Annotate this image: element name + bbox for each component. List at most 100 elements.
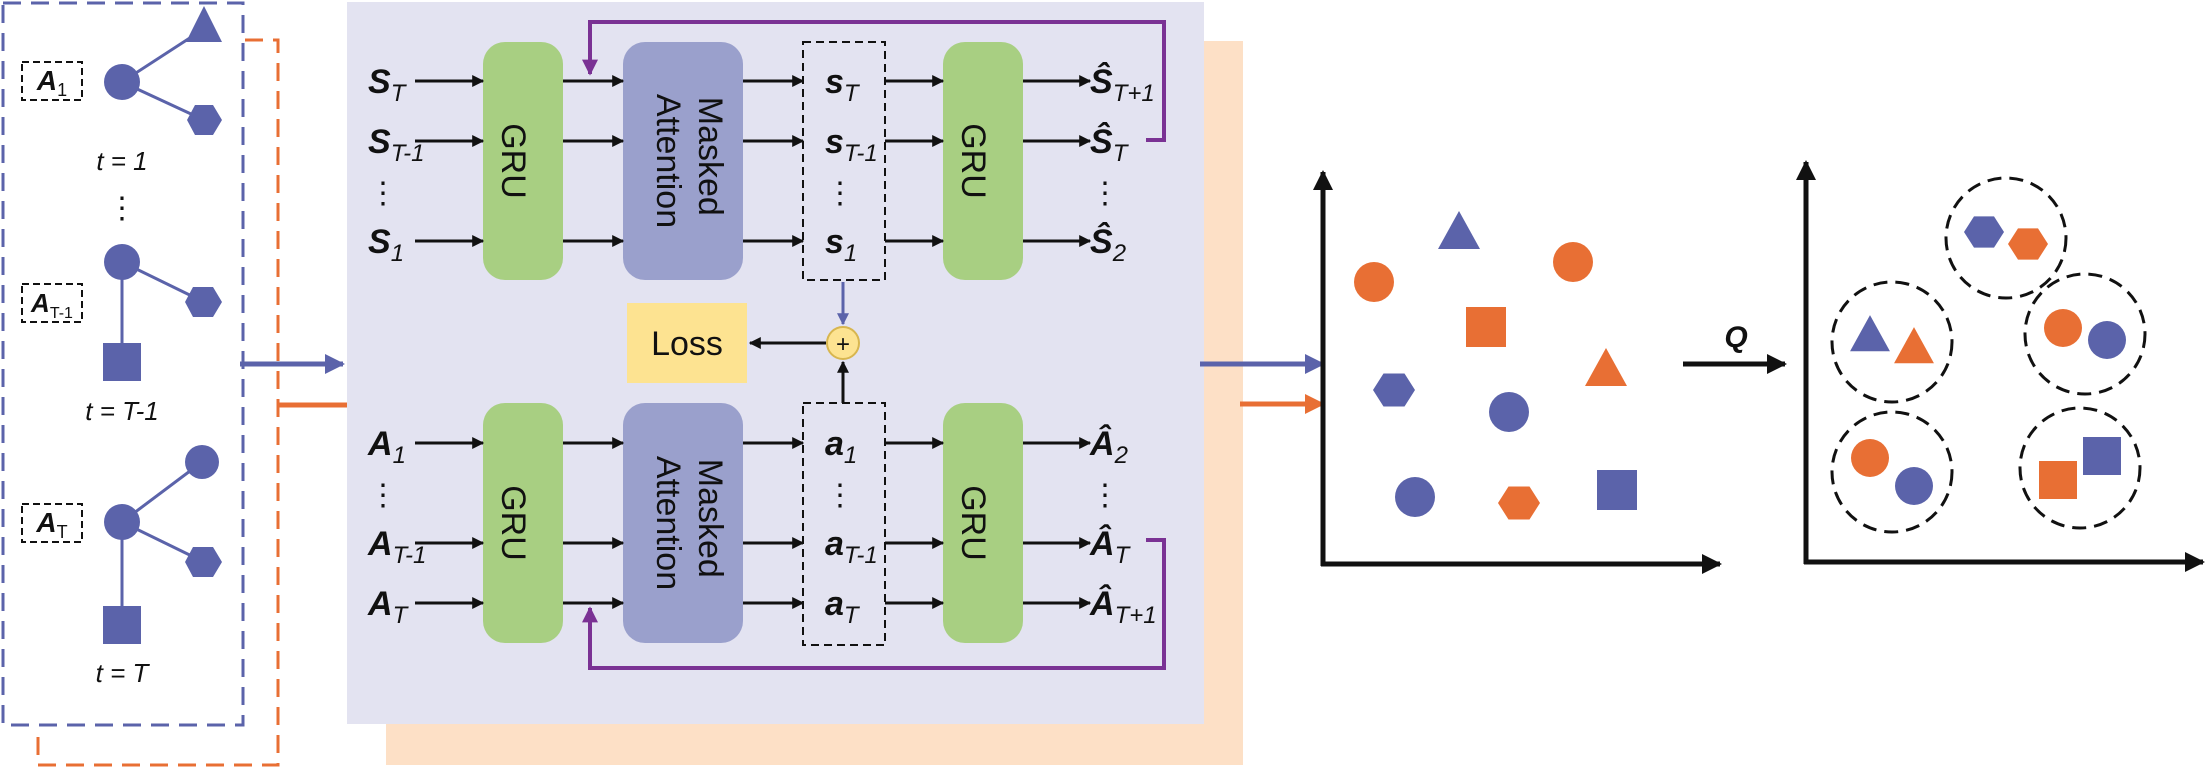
graph-node-triangle xyxy=(186,6,222,42)
gru-block-bottom-2 xyxy=(943,403,1023,643)
adjacency-prediction-label: ÂT+1 xyxy=(1089,585,1157,629)
blue-circle xyxy=(1895,467,1933,505)
graph-label-2: AT-1 xyxy=(30,288,73,322)
graph-node-hexagon xyxy=(185,287,222,317)
state-input-label: S1 xyxy=(368,223,404,267)
graph-node-hexagon xyxy=(187,105,222,135)
embedding-plot-before xyxy=(1313,170,1722,574)
blue-triangle xyxy=(1850,315,1890,352)
orange-square xyxy=(2039,461,2077,499)
graph-node-circle xyxy=(104,244,140,280)
sum-node xyxy=(826,326,860,360)
state-embedding-label: sT-1 xyxy=(825,123,878,167)
adjacency-input-label: AT-1 xyxy=(367,525,426,569)
state-prediction-label: Ŝ2 xyxy=(1090,222,1126,267)
orange-square xyxy=(1466,307,1506,347)
gru-label: GRU xyxy=(954,485,992,561)
state-input-label: ST-1 xyxy=(368,123,424,167)
graph-caption-3: t = T xyxy=(96,658,151,688)
sum-label: + xyxy=(836,331,850,358)
orange-circle xyxy=(2044,309,2082,347)
blue-hexagon xyxy=(1373,373,1415,407)
graph-node-hexagon xyxy=(185,547,222,577)
graph-tm1: AT-1 t = T-1 xyxy=(21,244,222,426)
blue-circle xyxy=(1489,392,1529,432)
graph-label-3: AT xyxy=(35,507,67,542)
cluster-boundary xyxy=(1830,410,1954,534)
orange-circle xyxy=(1851,439,1889,477)
graph-node-circle xyxy=(185,445,219,479)
blue-square xyxy=(1597,470,1637,510)
adjacency-box xyxy=(21,283,83,323)
feedback-loop-top xyxy=(582,20,1166,142)
state-prediction-label: ŜT+1 xyxy=(1090,62,1155,107)
cluster xyxy=(1944,176,2068,300)
adjacency-embedding-label: ⋮ xyxy=(825,479,855,512)
state-input-label: ⋮ xyxy=(368,177,398,210)
cluster-boundary xyxy=(2023,272,2147,396)
blue-square xyxy=(2083,437,2121,475)
graph-node-circle xyxy=(104,64,140,100)
graph-label-1: A1 xyxy=(36,65,67,100)
state-embedding-label: s1 xyxy=(825,223,857,267)
state-embedding-label: ⋮ xyxy=(825,177,855,210)
gru-label: GRU xyxy=(494,485,532,561)
cluster xyxy=(1830,410,1954,534)
state-input-label: ST xyxy=(368,63,408,107)
flow-labels: STST-1⋮S1sTsT-1⋮s1ŜT+1ŜT⋮Ŝ2A1⋮AT-1ATa1⋮a… xyxy=(367,62,1157,629)
loss-box xyxy=(627,303,747,383)
orange-hexagon xyxy=(1498,486,1540,520)
gru-block-bottom-1 xyxy=(483,403,563,643)
orange-triangle xyxy=(1585,348,1627,386)
adjacency-input-label: ⋮ xyxy=(368,479,398,512)
orange-circle xyxy=(1553,242,1593,282)
blue-hexagon xyxy=(1964,216,2004,248)
adjacency-embedding-label: a1 xyxy=(825,425,857,469)
state-embedding-label: sT xyxy=(825,63,861,107)
orange-circle xyxy=(1354,262,1394,302)
adjacency-embedding-label: aT-1 xyxy=(825,525,878,569)
attention-block-bottom xyxy=(623,403,743,643)
cluster xyxy=(1830,280,1954,404)
adjacency-input-label: AT xyxy=(367,585,410,629)
adjacency-box xyxy=(21,503,83,543)
gru-block-top-1 xyxy=(483,42,563,280)
clusters xyxy=(1830,176,2147,534)
blue-circle xyxy=(2088,321,2126,359)
cluster xyxy=(2023,272,2147,396)
state-prediction-label: ⋮ xyxy=(1090,177,1120,210)
q-label: Q xyxy=(1724,321,1747,354)
adjacency-box xyxy=(21,61,83,101)
loss-label: Loss xyxy=(651,325,723,363)
adjacency-prediction-label: ÂT xyxy=(1089,525,1132,569)
blue-triangle xyxy=(1438,211,1480,249)
adjacency-prediction-label: Â2 xyxy=(1089,425,1128,469)
graph-node-square xyxy=(103,606,141,644)
cluster-boundary xyxy=(1944,176,2068,300)
state-vector-box-top xyxy=(802,41,886,281)
gru-block-top-2 xyxy=(943,42,1023,280)
graph-t1: A1 t = 1 xyxy=(21,6,222,176)
orange-dashed-frame xyxy=(36,38,280,767)
gru-label: GRU xyxy=(954,123,992,199)
gru-label: GRU xyxy=(494,123,532,199)
graph-t: AT t = T xyxy=(21,445,222,688)
attention-block-top xyxy=(623,42,743,280)
graph-node-circle xyxy=(104,504,140,540)
orange-triangle xyxy=(1894,327,1934,364)
cluster xyxy=(2018,406,2142,530)
graph-ellipsis: ⋮ xyxy=(107,192,137,225)
adjacency-input-label: A1 xyxy=(367,425,406,469)
embedding-plot-after xyxy=(1796,160,2205,572)
feedback-loop-bottom xyxy=(582,538,1166,670)
flow-arrows xyxy=(415,75,1092,609)
attention-label: Masked Attention xyxy=(649,456,729,590)
cluster-boundary xyxy=(2018,406,2142,530)
scatter-points xyxy=(1354,211,1637,520)
adjacency-prediction-label: ⋮ xyxy=(1090,479,1120,512)
model-panel xyxy=(347,2,1204,724)
blue-circle xyxy=(1395,477,1435,517)
orange-hexagon xyxy=(2008,228,2048,260)
graph-node-square xyxy=(103,343,141,381)
